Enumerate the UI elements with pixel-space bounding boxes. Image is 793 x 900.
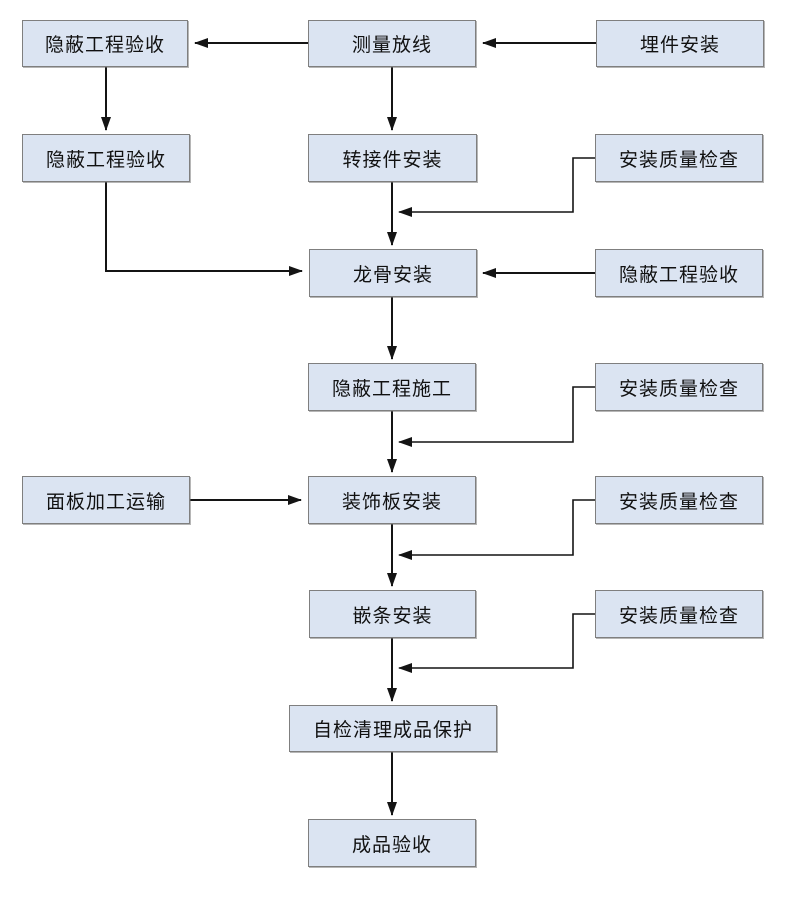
node-panel-processing: 面板加工运输 [22, 476, 190, 524]
node-concealed-acceptance-1: 隐蔽工程验收 [22, 20, 188, 67]
node-quality-check-2: 安装质量检查 [595, 363, 763, 411]
node-finished-acceptance: 成品验收 [308, 819, 476, 867]
node-keel-install: 龙骨安装 [309, 249, 477, 297]
connector-quality-check-4-to-flow [398, 613, 595, 673]
node-concealed-acceptance-3: 隐蔽工程验收 [595, 249, 763, 297]
node-concealed-construction: 隐蔽工程施工 [308, 363, 476, 411]
connector-quality-check-1-to-flow [398, 157, 595, 217]
node-embed-install: 埋件安装 [596, 20, 764, 67]
node-quality-check-4: 安装质量检查 [595, 590, 763, 638]
node-concealed-acceptance-2: 隐蔽工程验收 [22, 134, 190, 182]
node-quality-check-1: 安装质量检查 [595, 134, 763, 182]
connector-concealed-acceptance-2-to-keel-install [105, 182, 303, 276]
node-quality-check-3: 安装质量检查 [595, 476, 763, 524]
connector-quality-check-3-to-flow [398, 499, 595, 560]
node-decorative-panel-install: 装饰板安装 [308, 476, 476, 524]
node-trim-install: 嵌条安装 [309, 590, 476, 638]
node-self-check-cleanup: 自检清理成品保护 [289, 705, 497, 752]
node-survey-layout: 测量放线 [308, 20, 476, 67]
node-adapter-install: 转接件安装 [308, 134, 477, 182]
connector-quality-check-2-to-flow [398, 386, 595, 447]
